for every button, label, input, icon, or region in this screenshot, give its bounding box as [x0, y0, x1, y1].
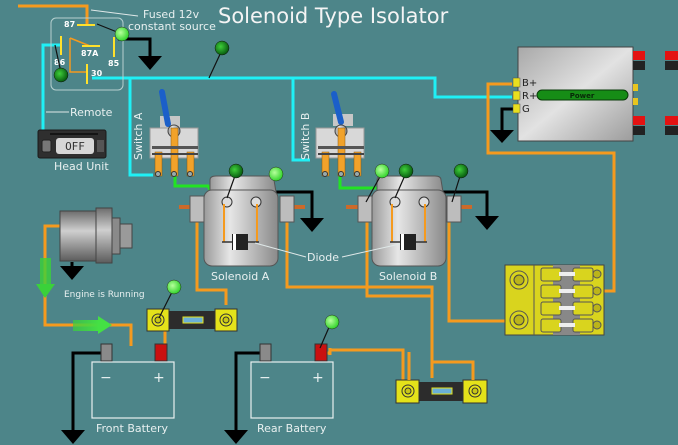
wire-amp-ground [500, 107, 513, 132]
wire-front-battery-ground [71, 351, 103, 432]
front-battery-neg-post [100, 343, 113, 362]
amp-terminal-g [512, 103, 521, 114]
relay-pin-86: 86 [54, 58, 66, 67]
amp-terminal-rplus [512, 90, 521, 101]
front-battery: − + [91, 343, 175, 419]
engine-status-label: Engine is Running [64, 290, 145, 300]
rear-fuse [395, 379, 488, 404]
rear-battery-pos-post [314, 343, 328, 362]
rear-battery-pos-sign: + [312, 370, 324, 386]
amp-terminal-bplus [512, 77, 521, 88]
front-battery-neg-sign: − [100, 370, 112, 386]
amp-label-rplus: R+ [522, 91, 537, 102]
rear-battery-neg-post [259, 343, 272, 362]
indicator-solenoid-a-trigger [228, 163, 244, 179]
fuse-element [182, 316, 204, 324]
wire-solenoid-b-distribution [447, 210, 505, 323]
solenoid-a [179, 175, 305, 267]
ground-icon [224, 430, 248, 444]
rear-battery: − + [250, 343, 334, 419]
head-unit-display [56, 138, 94, 154]
relay-pin-30: 30 [91, 69, 103, 78]
wire-distribution-amp [486, 82, 616, 250]
relay-pin-85: 85 [108, 59, 120, 68]
wire-remote-switch-a [92, 76, 153, 177]
distribution-block [504, 264, 605, 336]
current-flow-arrow-down [36, 258, 55, 298]
amp-label-g: G [522, 104, 530, 115]
switch-a-toggle-lever[interactable] [159, 89, 171, 127]
amp-speaker-terminal-pos [633, 51, 645, 60]
wire-solenoid-b-bus [365, 210, 432, 298]
solenoid-b [346, 175, 472, 267]
indicator-solenoid-b-input [374, 163, 390, 179]
amplifier: B+ R+ G Power [512, 46, 678, 142]
alternator [59, 207, 133, 264]
relay-pin-87a: 87A [81, 49, 99, 58]
amp-speaker-terminal-neg [633, 61, 645, 70]
indicator-relay-85 [114, 26, 130, 42]
switch-b-label: Switch B [299, 113, 312, 160]
indicator-solenoid-a-output [268, 166, 284, 182]
wire-alternator-front [43, 224, 133, 346]
fuse-slot [540, 301, 594, 316]
front-battery-pos-sign: + [153, 370, 165, 386]
amp-power-indicator [536, 89, 629, 101]
wire-remote-amp [293, 76, 512, 99]
head-unit-display-text: OFF [65, 140, 85, 153]
fuse-element [431, 387, 453, 395]
wire-solenoid-a-front-fuse [195, 210, 228, 305]
diode-label: Diode [307, 251, 339, 264]
relay-pin-87: 87 [64, 20, 75, 29]
fused-source-label-line1: Fused 12v [143, 8, 200, 21]
front-fuse [146, 308, 238, 332]
ground-icon [300, 218, 324, 232]
switch-a-label: Switch A [132, 112, 145, 160]
front-battery-pos-post [154, 343, 168, 362]
current-flow-arrow-right [73, 316, 112, 334]
indicator-front-fuse [166, 279, 182, 295]
amp-power-label: Power [570, 92, 595, 100]
amp-label-bplus: B+ [522, 78, 537, 89]
ground-icon [138, 56, 162, 70]
wire-rear-battery-ground [234, 351, 263, 432]
wire-relay-ground [118, 37, 152, 58]
wire-remote-switch-b [130, 76, 310, 162]
head-unit-label: Head Unit [54, 160, 109, 173]
relay-outline [50, 17, 124, 91]
rear-battery-neg-sign: − [259, 370, 271, 386]
indicator-solenoid-b-output [453, 163, 469, 179]
ground-icon [490, 130, 514, 143]
fuse-slot [540, 267, 594, 282]
remote-label: Remote [70, 106, 113, 119]
indicator-relay-86 [53, 67, 69, 83]
relay: 87 87A 86 85 30 [50, 17, 124, 91]
ground-icon [61, 430, 85, 444]
indicator-rear-battery [324, 314, 340, 330]
ground-icon [475, 216, 499, 230]
head-unit-knob[interactable] [41, 139, 52, 153]
switch-b-toggle-lever[interactable] [331, 91, 344, 125]
relay-internal-wire [69, 38, 86, 73]
front-battery-label: Front Battery [96, 422, 169, 435]
indicator-solenoid-b-trigger [398, 163, 414, 179]
fused-source-label-line2: constant source [128, 20, 216, 33]
solenoid-a-label: Solenoid A [211, 270, 270, 283]
head-unit: OFF [37, 129, 107, 159]
fuse-slot [540, 318, 594, 333]
switch-b[interactable]: Switch B [299, 91, 365, 177]
wire-remote-headunit [41, 43, 60, 130]
switch-a[interactable]: Switch A [132, 89, 199, 177]
diagram-title: Solenoid Type Isolator [218, 4, 449, 28]
indicator-remote-line [214, 40, 230, 56]
rear-battery-label: Rear Battery [257, 422, 327, 435]
ground-icon [60, 266, 84, 280]
wire-fused-12v [18, 4, 89, 26]
solenoid-b-label: Solenoid B [379, 270, 437, 283]
